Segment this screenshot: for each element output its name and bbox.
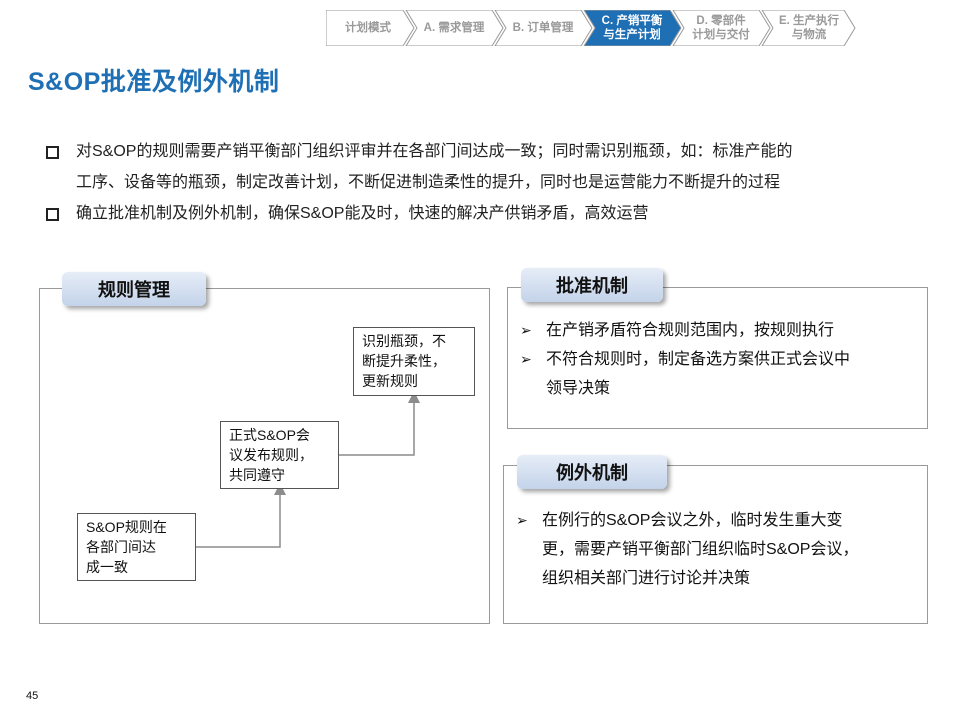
approval-list: ➢ 在产销矛盾符合规则范围内，按规则执行 ➢ 不符合规则时，制定备选方案供正式会…	[518, 316, 918, 403]
flow-step-text: 更新规则	[362, 373, 418, 389]
triangle-arrow-icon: ➢	[520, 322, 532, 338]
approval-panel: ➢ 在产销矛盾符合规则范围内，按规则执行 ➢ 不符合规则时，制定备选方案供正式会…	[507, 287, 928, 429]
square-bullet-icon	[46, 208, 59, 221]
list-item-text: 在产销矛盾符合规则范围内，按规则执行	[546, 322, 835, 339]
list-item-text: 更，需要产销平衡部门组织临时S&OP会议，	[542, 541, 859, 558]
bullet-list: 对S&OP的规则需要产销平衡部门组织评审并在各部门间达成一致；同时需识别瓶颈，如…	[44, 136, 934, 229]
approval-panel-tab: 批准机制	[521, 268, 663, 302]
triangle-arrow-icon: ➢	[520, 351, 532, 367]
flow-step-publish: 正式S&OP会 议发布规则， 共同遵守	[220, 421, 339, 489]
connector-step1-step2	[196, 483, 286, 548]
nav-label-parts[interactable]: D. 零部件计划与交付	[692, 15, 750, 41]
nav-chevrons-svg	[326, 10, 856, 46]
nav-chevron-5[interactable]	[761, 10, 856, 46]
flow-step-update: 识别瓶颈，不 断提升柔性， 更新规则	[353, 327, 475, 396]
flow-step-text: 识别瓶颈，不	[362, 333, 446, 349]
connector-step2-step3	[339, 391, 420, 456]
nav-chevron-1[interactable]	[405, 10, 504, 46]
flow-step-text: S&OP规则在	[86, 519, 167, 535]
list-item-text: 不符合规则时，制定备选方案供正式会议中	[546, 351, 851, 368]
square-bullet-icon	[46, 146, 59, 159]
list-item: ➢ 在产销矛盾符合规则范围内，按规则执行	[518, 316, 918, 345]
flow-step-text: 议发布规则，	[229, 447, 313, 463]
bullet-item: 确立批准机制及例外机制，确保S&OP能及时，快速的解决产供销矛盾，高效运营	[44, 198, 934, 229]
list-item: ➢ 在例行的S&OP会议之外，临时发生重大变 更，需要产销平衡部门组织临时S&O…	[514, 506, 919, 593]
rules-panel: S&OP规则在 各部门间达 成一致 正式S&OP会 议发布规则， 共同遵守 识别…	[39, 288, 490, 624]
nav-label-order[interactable]: B. 订单管理	[512, 22, 574, 34]
nav-chevron-3[interactable]	[583, 10, 682, 46]
rules-flow-connectors	[196, 391, 420, 548]
page-number: 45	[26, 690, 39, 702]
nav-chevron-0[interactable]	[326, 10, 415, 46]
flow-step-agree: S&OP规则在 各部门间达 成一致	[77, 513, 196, 581]
nav-chevron-2[interactable]	[494, 10, 593, 46]
flow-step-text: 成一致	[86, 559, 128, 575]
list-item: ➢ 不符合规则时，制定备选方案供正式会议中 领导决策	[518, 345, 918, 403]
bullet-line: 对S&OP的规则需要产销平衡部门组织评审并在各部门间达成一致；同时需识别瓶颈，如…	[76, 143, 793, 160]
nav-label-production[interactable]: E. 生产执行与物流	[778, 15, 840, 41]
triangle-arrow-icon: ➢	[516, 512, 528, 528]
page-title: S&OP批准及例外机制	[28, 68, 280, 96]
bullet-line: 确立批准机制及例外机制，确保S&OP能及时，快速的解决产供销矛盾，高效运营	[76, 205, 649, 222]
nav-label-sop-active[interactable]: C. 产销平衡与生产计划	[601, 15, 663, 41]
bullet-line: 工序、设备等的瓶颈，制定改善计划，不断促进制造柔性的提升，同时也是运营能力不断提…	[76, 174, 781, 191]
exception-panel: ➢ 在例行的S&OP会议之外，临时发生重大变 更，需要产销平衡部门组织临时S&O…	[503, 465, 928, 624]
nav-label-demand[interactable]: A. 需求管理	[423, 22, 485, 34]
flow-step-text: 共同遵守	[229, 467, 285, 483]
nav-label-mode[interactable]: 计划模式	[345, 22, 391, 34]
flow-step-text: 各部门间达	[86, 539, 156, 555]
nav-chevron-4[interactable]	[672, 10, 771, 46]
exception-list: ➢ 在例行的S&OP会议之外，临时发生重大变 更，需要产销平衡部门组织临时S&O…	[514, 506, 919, 593]
list-item-text: 组织相关部门进行讨论并决策	[542, 570, 751, 587]
list-item-text: 在例行的S&OP会议之外，临时发生重大变	[542, 512, 843, 529]
flow-step-text: 断提升柔性，	[362, 353, 446, 369]
flow-step-text: 正式S&OP会	[229, 427, 310, 443]
process-nav: 计划模式 A. 需求管理 B. 订单管理 C. 产销平衡与生产计划 D. 零部件…	[326, 10, 856, 46]
rules-panel-tab: 规则管理	[62, 272, 206, 306]
bullet-item: 对S&OP的规则需要产销平衡部门组织评审并在各部门间达成一致；同时需识别瓶颈，如…	[44, 136, 934, 198]
exception-panel-tab: 例外机制	[517, 455, 667, 489]
list-item-text: 领导决策	[546, 380, 611, 397]
